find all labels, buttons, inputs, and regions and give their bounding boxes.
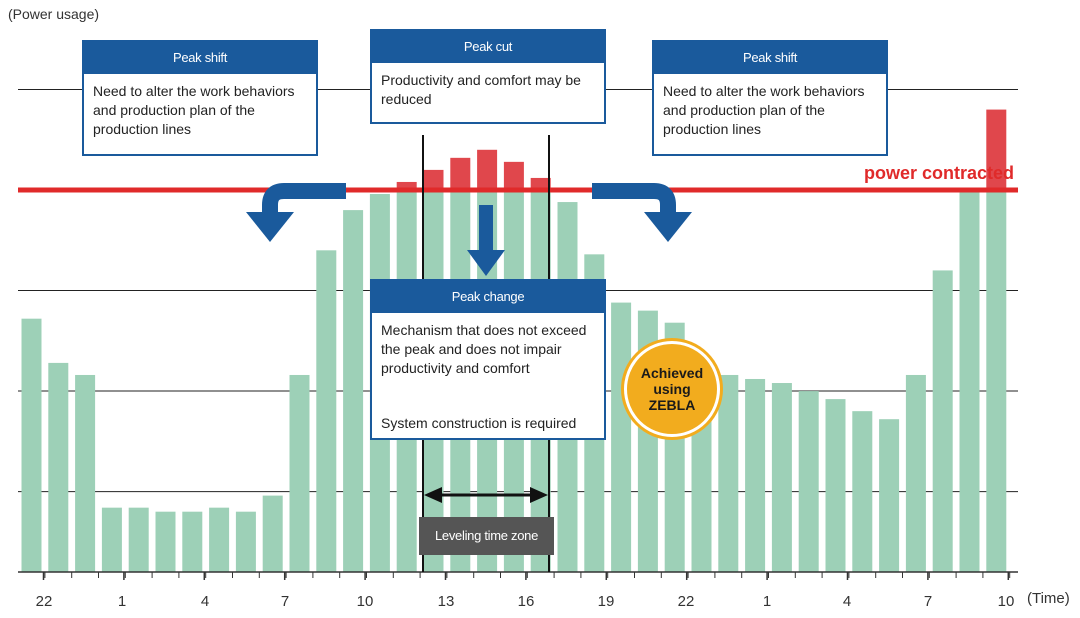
peak-cut-text: Productivity and comfort may be reduced [381, 72, 581, 107]
x-tick-labels: 22 1 4 7 10 13 16 19 22 1 4 7 10 [36, 593, 1015, 610]
bar [262, 495, 283, 572]
excess-bar [986, 109, 1007, 190]
right-curved-arrow [592, 183, 692, 242]
bar [155, 511, 176, 572]
bar [128, 507, 149, 572]
peak-cut-title: Peak cut [372, 31, 604, 63]
zebla-badge-text: Achieved using ZEBLA [640, 365, 704, 413]
bar [959, 190, 980, 572]
peak-change-text: Mechanism that does not exceed the peak … [381, 322, 587, 376]
y-axis-label: (Power usage) [8, 6, 100, 22]
bar [209, 507, 230, 572]
x-tick-label: 10 [357, 593, 374, 610]
peak-shift-right-box: Peak shift Need to alter the work behavi… [652, 40, 888, 156]
bar [21, 318, 42, 572]
bar [771, 383, 792, 572]
peak-change-box: Peak change Mechanism that does not exce… [370, 279, 606, 440]
bar [75, 374, 96, 572]
x-tick-label: 19 [598, 593, 615, 610]
leveling-double-arrow [424, 487, 548, 503]
x-ticks [42, 572, 1011, 580]
peak-down-arrow [467, 205, 505, 276]
x-tick-label: 16 [518, 593, 535, 610]
bar [182, 511, 203, 572]
peak-change-result: System construction is required [381, 415, 577, 431]
x-tick-label: 4 [201, 593, 209, 610]
leveling-time-zone-label: Leveling time zone [419, 517, 554, 555]
excess-bars [396, 109, 1007, 190]
peak-shift-right-title: Peak shift [654, 42, 886, 74]
bar [235, 511, 256, 572]
excess-bar [477, 149, 498, 190]
left-curved-arrow [246, 183, 346, 242]
peak-change-title: Peak change [372, 281, 604, 313]
peak-shift-left-title: Peak shift [84, 42, 316, 74]
x-tick-label: 22 [678, 593, 695, 610]
bar [986, 190, 1007, 572]
bar [316, 250, 337, 572]
x-axis-unit: (Time) [1027, 590, 1070, 607]
power-contracted-label: power contracted [864, 163, 1015, 183]
bar [745, 378, 766, 572]
x-tick-label: 1 [118, 593, 126, 610]
bar [611, 302, 632, 572]
bar [343, 210, 364, 572]
x-tick-label: 1 [763, 593, 771, 610]
peak-shift-left-text: Need to alter the work behaviors and pro… [93, 83, 295, 137]
peak-cut-box: Peak cut Productivity and comfort may be… [370, 29, 606, 124]
excess-bar [423, 169, 444, 190]
x-tick-label: 13 [438, 593, 455, 610]
zebla-badge: Achieved using ZEBLA [624, 341, 720, 437]
bar [101, 507, 122, 572]
bar [48, 362, 69, 572]
bar [825, 399, 846, 572]
x-tick-label: 7 [924, 593, 932, 610]
bar [879, 419, 900, 572]
x-tick-label: 4 [843, 593, 851, 610]
peak-shift-left-box: Peak shift Need to alter the work behavi… [82, 40, 318, 156]
bar [852, 411, 873, 572]
x-tick-label: 22 [36, 593, 53, 610]
excess-bar [530, 177, 551, 190]
x-tick-label: 10 [998, 593, 1015, 610]
bar [932, 270, 953, 572]
bar [718, 374, 739, 572]
bar [905, 374, 926, 572]
x-tick-label: 7 [281, 593, 289, 610]
peak-shift-right-text: Need to alter the work behaviors and pro… [663, 83, 865, 137]
excess-bar [450, 157, 471, 190]
excess-bar [396, 181, 417, 190]
excess-bar [503, 161, 524, 190]
bar [798, 391, 819, 572]
bar [289, 374, 310, 572]
